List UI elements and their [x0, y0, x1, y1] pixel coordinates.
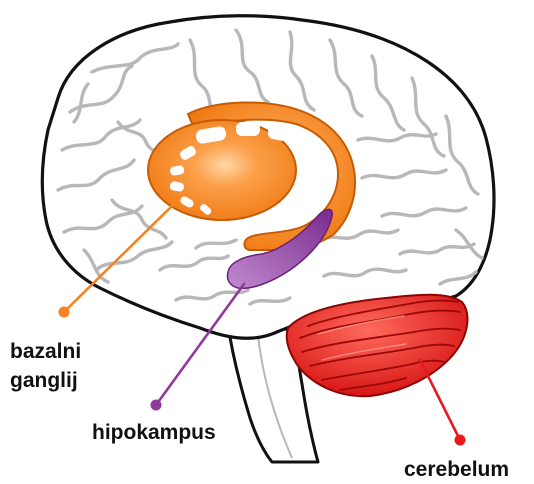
cerebellum-leader-line — [420, 360, 460, 440]
basal-ganglia-label: bazalni ganglij — [10, 337, 81, 395]
basal-ganglia-marker — [59, 307, 70, 318]
cerebellum-label: cerebelum — [404, 455, 509, 484]
cerebellum-marker — [455, 435, 466, 446]
hippocampus-label: hipokampus — [92, 418, 216, 447]
hippocampus-marker — [151, 400, 162, 411]
basal-ganglia-label-line2: ganglij — [10, 366, 81, 395]
basal-ganglia-label-line1: bazalni — [10, 337, 81, 366]
